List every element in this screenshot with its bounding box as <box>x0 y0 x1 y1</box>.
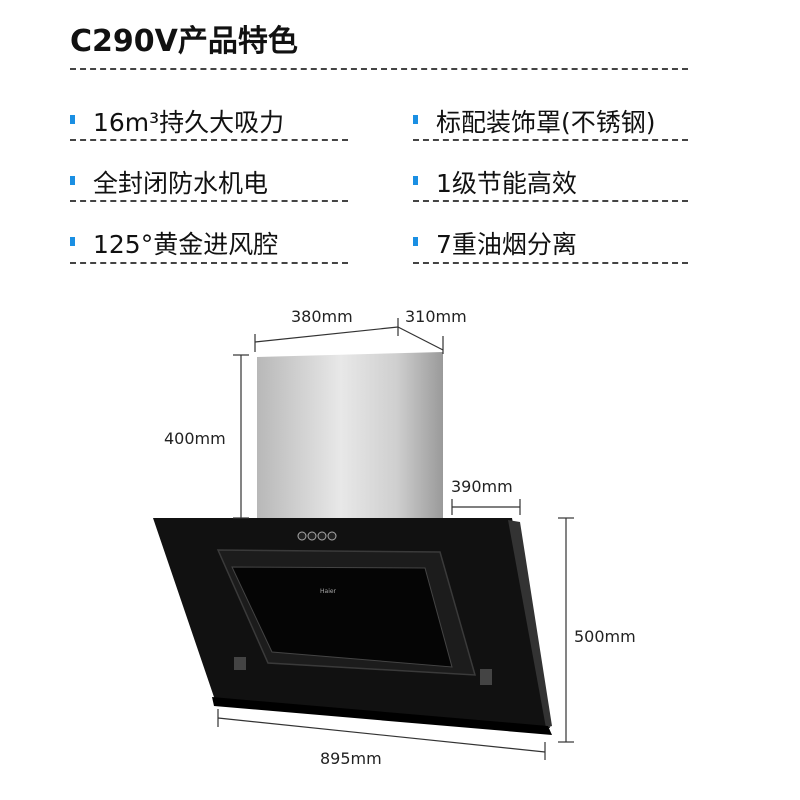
feature-item: 全封闭防水机电 <box>70 165 268 199</box>
feature-text: 7重油烟分离 <box>436 230 577 259</box>
title-divider <box>70 68 688 70</box>
bullet-icon <box>70 114 75 124</box>
brand-logo: Haier <box>320 588 337 595</box>
feature-text: 16m³持久大吸力 <box>93 108 285 137</box>
bullet-icon <box>70 175 75 185</box>
feature-item: 16m³持久大吸力 <box>70 104 284 138</box>
feature-item: 125°黄金进风腔 <box>70 226 278 260</box>
page-title: C290V产品特色 <box>70 24 298 59</box>
feature-text: 全封闭防水机电 <box>93 169 269 198</box>
intake-panel <box>231 566 453 668</box>
body-height-label: 500mm <box>574 627 636 646</box>
divider <box>70 262 348 264</box>
chimney-depth-label: 310mm <box>405 307 467 326</box>
light-left <box>234 657 246 670</box>
feature-text: 125°黄金进风腔 <box>93 230 279 259</box>
hood-side <box>508 520 552 728</box>
bullet-icon <box>413 236 418 246</box>
hood-bottom-strip <box>212 697 552 735</box>
divider <box>70 139 348 141</box>
bullet-icon <box>413 175 418 185</box>
divider <box>413 200 688 202</box>
divider <box>413 262 688 264</box>
chimney-width-label: 380mm <box>291 307 353 326</box>
control-buttons <box>297 531 337 541</box>
dimension-lines <box>217 318 574 760</box>
bullet-icon <box>413 114 418 124</box>
divider <box>70 200 348 202</box>
feature-item: 7重油烟分离 <box>413 226 577 260</box>
body-width-label: 895mm <box>320 749 382 768</box>
bullet-icon <box>70 236 75 246</box>
feature-item: 标配装饰罩(不锈钢) <box>413 104 656 138</box>
feature-item: 1级节能高效 <box>413 165 577 199</box>
chimney-cover <box>257 352 443 518</box>
chimney-height-label: 400mm <box>164 429 226 448</box>
body-depth-label: 390mm <box>451 477 513 496</box>
divider <box>413 139 688 141</box>
feature-text: 1级节能高效 <box>436 169 577 198</box>
light-right <box>480 669 492 685</box>
feature-text: 标配装饰罩(不锈钢) <box>436 108 656 137</box>
